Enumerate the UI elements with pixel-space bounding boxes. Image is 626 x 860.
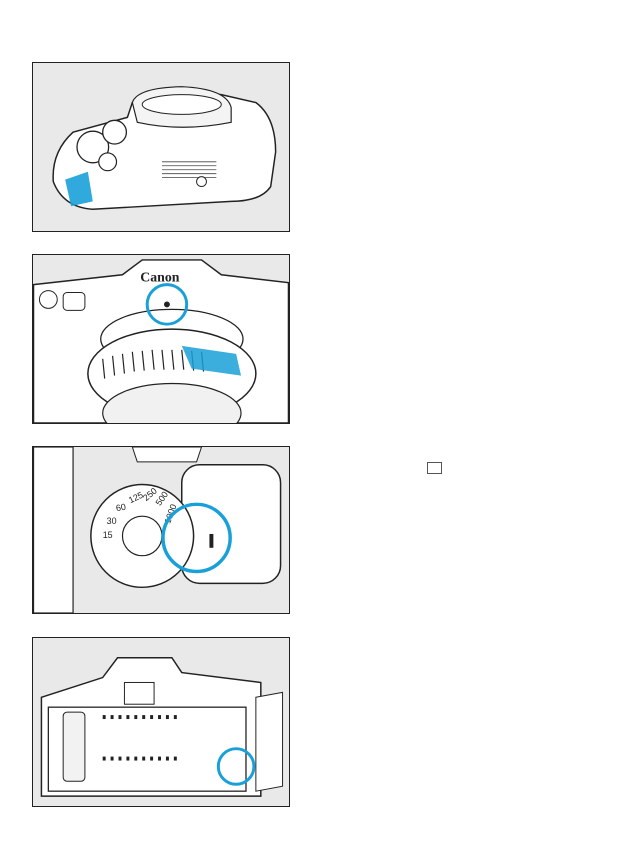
mode-square-icon xyxy=(427,462,442,474)
illustration-film-chamber xyxy=(32,637,290,807)
illustration-lens-mount: Canon xyxy=(32,254,290,424)
illustration-camera-bottom xyxy=(32,62,290,232)
illustration-mode-dial: 1000 500 250 125 60 30 15 xyxy=(32,446,290,614)
dial-label-15: 15 xyxy=(103,530,113,540)
dial-label-30: 30 xyxy=(107,516,117,526)
dial-label-60: 60 xyxy=(115,502,127,514)
brand-label: Canon xyxy=(140,270,180,285)
